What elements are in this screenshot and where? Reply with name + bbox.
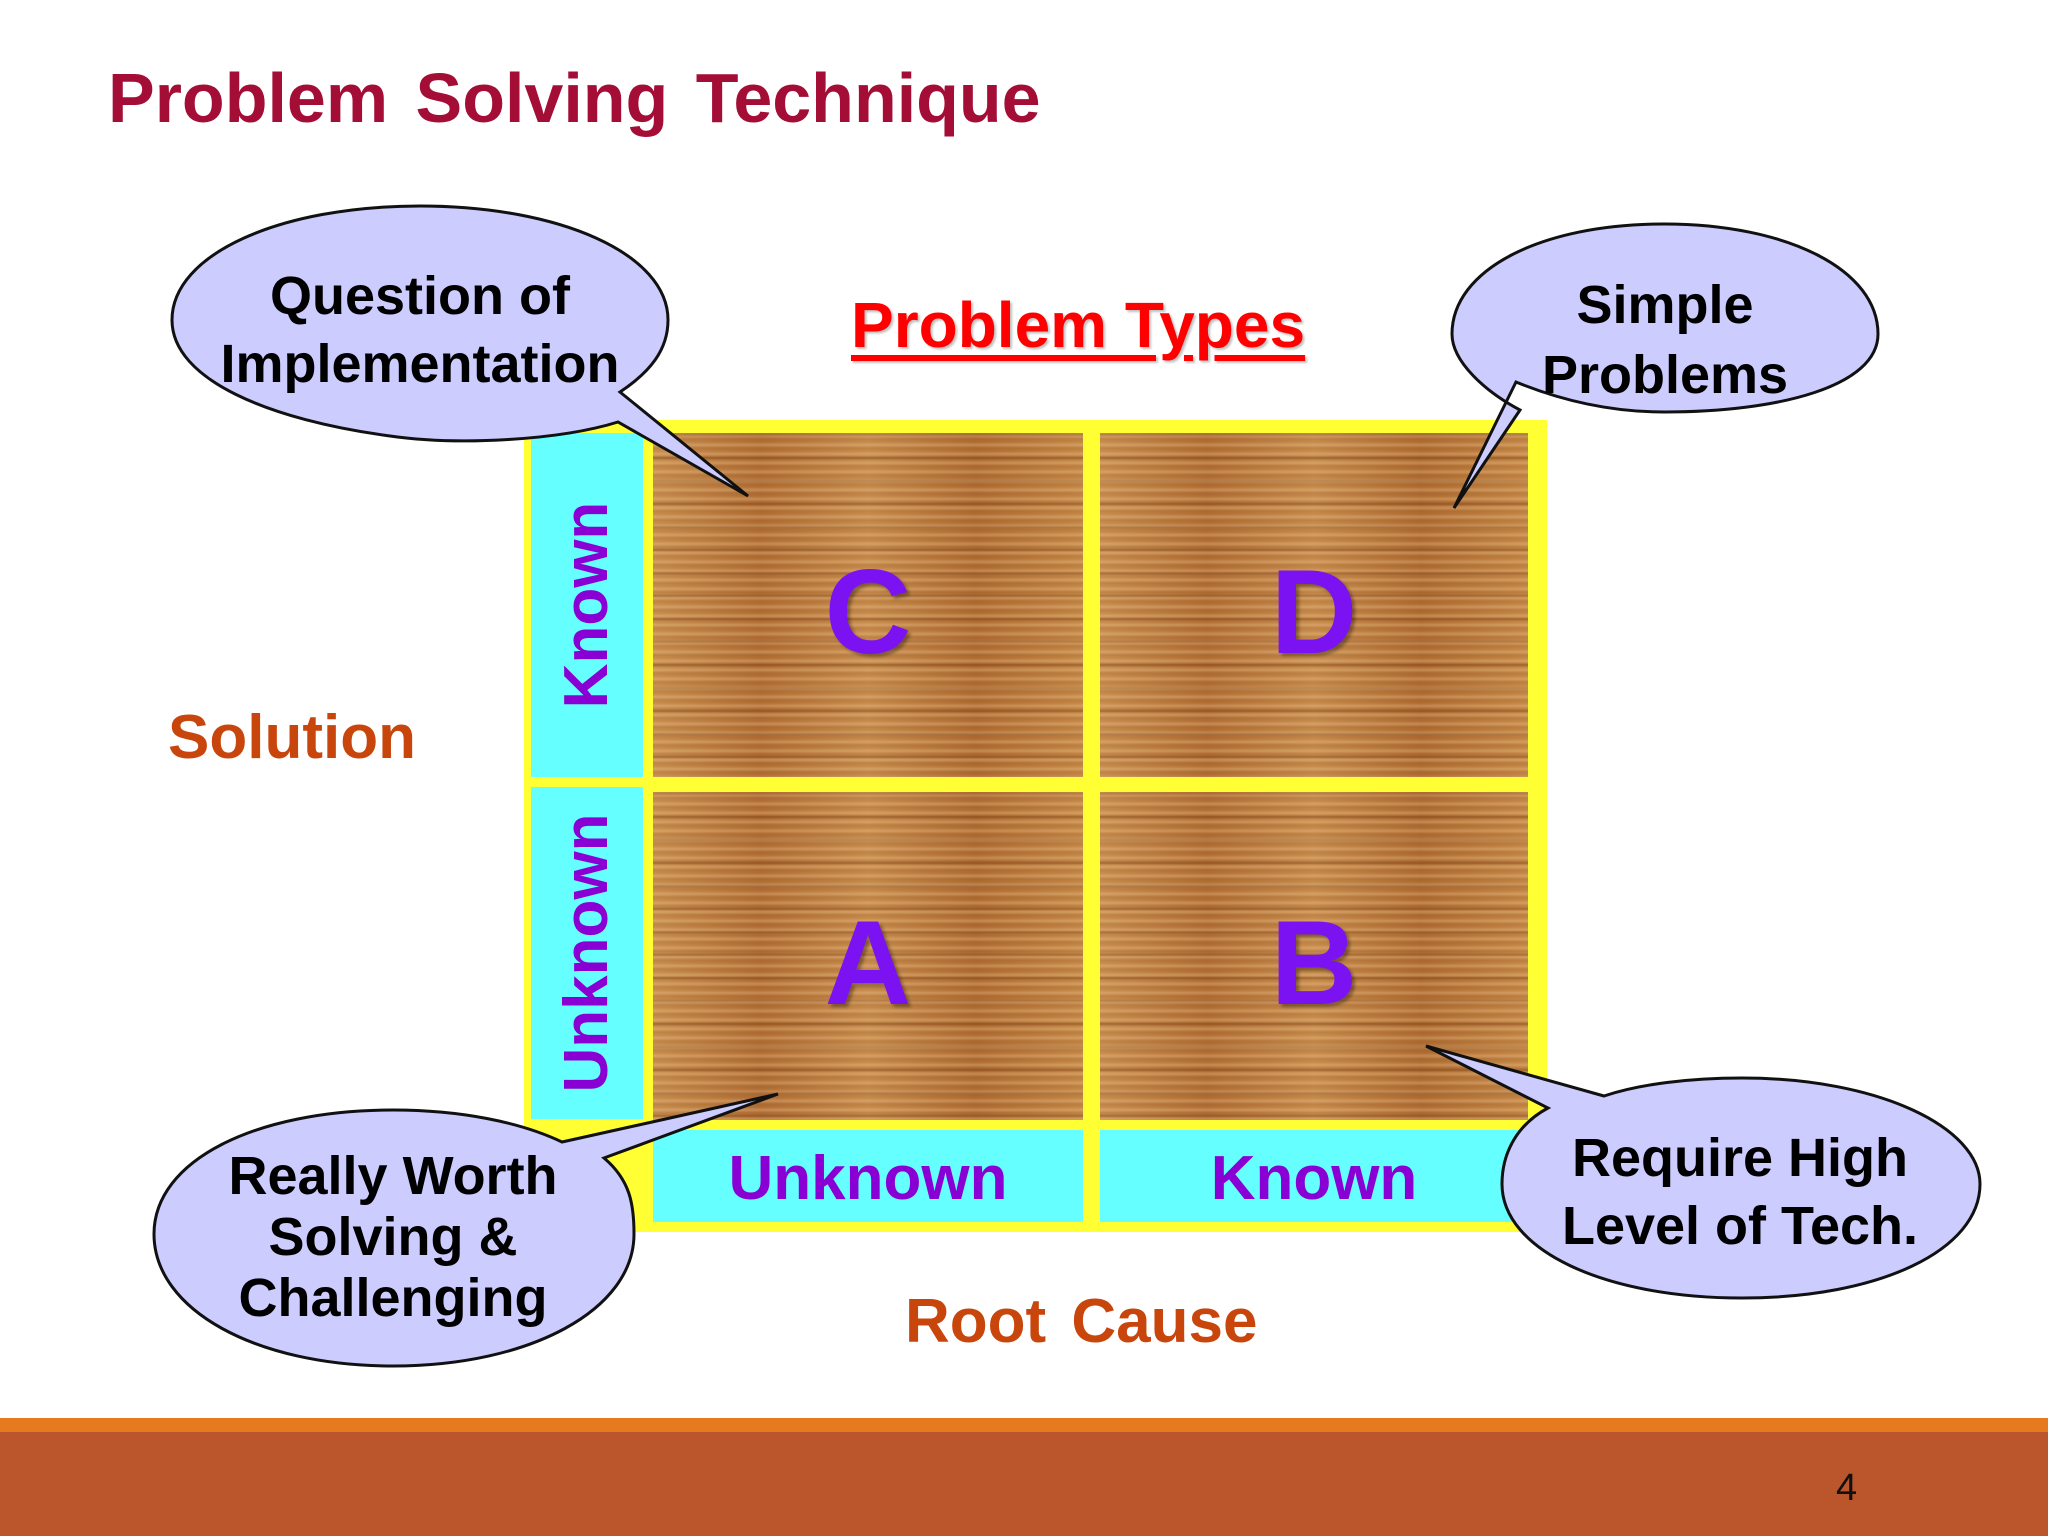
footer-band	[0, 1432, 2048, 1536]
callout-text-bottom-right: Require High Level of Tech.	[1561, 1128, 1919, 1256]
solution-axis-label: Solution	[168, 703, 416, 772]
col-label-cell-unknown	[653, 1130, 1083, 1222]
callout-bubble-top-left	[170, 204, 749, 498]
callout-text-top-left: Question of Implementation	[220, 266, 620, 394]
quadrant-c-letter: C	[824, 545, 912, 679]
callout-bubble-bottom-right	[1425, 1044, 1982, 1300]
quadrant-d: D	[1100, 433, 1528, 777]
page-number: 4	[1836, 1467, 1858, 1509]
callout-text-top-right: Simple Problems	[1541, 275, 1789, 405]
quadrant-b-letter: B	[1270, 896, 1358, 1030]
col-label-known: Known	[1210, 1144, 1418, 1213]
callout-text-bottom-left: Really Worth Solving & Challenging	[228, 1146, 558, 1328]
quadrant-b: B	[1100, 792, 1528, 1120]
slide-title: Problem Solving Technique	[108, 59, 1041, 137]
footer-stripe	[0, 1418, 2048, 1432]
quadrant-c: C	[653, 433, 1083, 777]
quadrant-a-letter: A	[824, 896, 912, 1030]
col-label-unknown: Unknown	[728, 1144, 1008, 1213]
problem-types-heading: Problem Types	[851, 289, 1306, 361]
callout-bubble-top-right	[1450, 222, 1880, 509]
row-label-cell-known	[531, 433, 643, 777]
callout-bubble-bottom-left	[152, 1092, 779, 1368]
quadrant-a: A	[653, 792, 1083, 1120]
root-cause-axis-label: Root Cause	[905, 1287, 1258, 1356]
quadrant-d-letter: D	[1270, 545, 1358, 679]
col-label-cell-known	[1100, 1130, 1528, 1222]
row-label-cell-unknown	[531, 787, 643, 1119]
